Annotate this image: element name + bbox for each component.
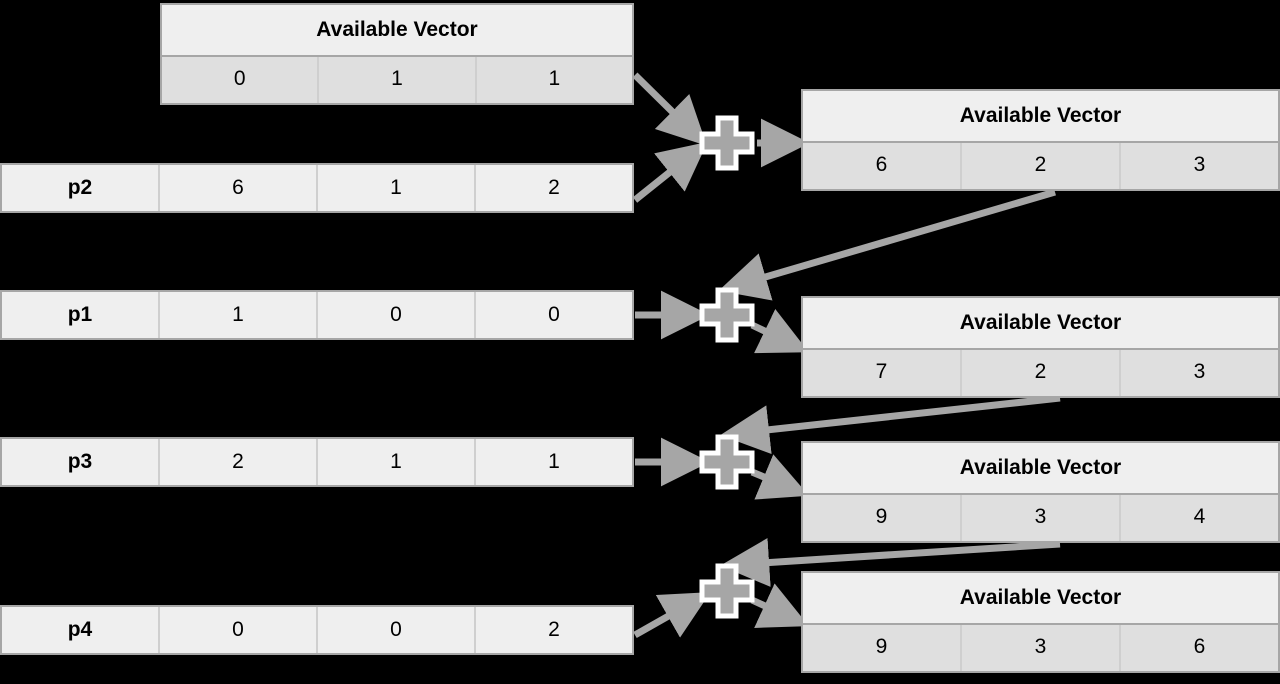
result-cells: 9 3 4 — [803, 495, 1278, 541]
table-cell: 6 — [803, 143, 962, 189]
table-cell: 1 — [319, 57, 477, 103]
plus-icon — [699, 115, 755, 171]
table-cell: 2 — [476, 165, 632, 211]
result-available-vector-table-4: Available Vector 9 3 6 — [801, 571, 1280, 673]
plus-icon — [699, 287, 755, 343]
table-cell: 1 — [476, 439, 632, 485]
plus-icon — [699, 563, 755, 619]
table-cell: 0 — [318, 292, 476, 338]
arrow-avail-to-plus1 — [632, 72, 707, 146]
process-row-p2: p2 6 1 2 — [0, 163, 634, 213]
plus-icon — [699, 434, 755, 490]
plus-connector-3 — [699, 434, 755, 490]
table-cell: 6 — [1121, 625, 1278, 671]
table-cell: 2 — [962, 350, 1121, 396]
result-header: Available Vector — [803, 443, 1278, 495]
plus-connector-1 — [699, 115, 755, 171]
process-row-p3: p3 2 1 1 — [0, 437, 634, 487]
result-header: Available Vector — [803, 91, 1278, 143]
table-cell: 3 — [1121, 143, 1278, 189]
result-header: Available Vector — [803, 298, 1278, 350]
table-cell: 1 — [160, 292, 318, 338]
table-cell: 1 — [318, 165, 476, 211]
arrow-plus2-to-result2 — [750, 308, 809, 354]
plus-connector-4 — [699, 563, 755, 619]
result-header: Available Vector — [803, 573, 1278, 625]
table-cell: 3 — [962, 495, 1121, 541]
result-cells: 9 3 6 — [803, 625, 1278, 671]
table-cell: 2 — [160, 439, 318, 485]
table-cell: 2 — [476, 607, 632, 653]
process-label: p4 — [2, 607, 160, 653]
arrow-p4-to-plus4 — [633, 592, 711, 639]
process-label: p1 — [2, 292, 160, 338]
table-cell: 0 — [162, 57, 320, 103]
arrow-result2-to-plus3 — [720, 394, 1061, 455]
table-cell: 9 — [803, 495, 962, 541]
process-row-p4: p4 0 0 2 — [0, 605, 634, 655]
process-row-p1: p1 1 0 0 — [0, 290, 634, 340]
left-available-vector-header: Available Vector — [162, 5, 632, 57]
arrow-plus4-to-result4 — [750, 583, 809, 628]
result-available-vector-table-1: Available Vector 6 2 3 — [801, 89, 1280, 191]
left-available-vector-table: Available Vector 0 1 1 — [160, 3, 634, 105]
process-label: p3 — [2, 439, 160, 485]
result-available-vector-table-2: Available Vector 7 2 3 — [801, 296, 1280, 398]
table-cell: 3 — [1121, 350, 1278, 396]
table-cell: 4 — [1121, 495, 1278, 541]
arrow-plus3-to-result3 — [750, 454, 810, 500]
table-cell: 9 — [803, 625, 962, 671]
arrow-p2-to-plus1 — [632, 141, 708, 203]
result-available-vector-table-3: Available Vector 9 3 4 — [801, 441, 1280, 543]
arrow-result3-to-plus4 — [720, 538, 1061, 587]
table-cell: 2 — [962, 143, 1121, 189]
table-cell: 0 — [160, 607, 318, 653]
left-available-vector-cells: 0 1 1 — [162, 57, 632, 103]
table-cell: 0 — [476, 292, 632, 338]
table-cell: 1 — [318, 439, 476, 485]
plus-connector-2 — [699, 287, 755, 343]
process-label: p2 — [2, 165, 160, 211]
result-cells: 6 2 3 — [803, 143, 1278, 189]
arrow-result1-to-plus2 — [718, 188, 1056, 301]
table-cell: 3 — [962, 625, 1121, 671]
result-cells: 7 2 3 — [803, 350, 1278, 396]
table-cell: 7 — [803, 350, 962, 396]
table-cell: 0 — [318, 607, 476, 653]
table-cell: 1 — [476, 57, 632, 103]
table-cell: 6 — [160, 165, 318, 211]
